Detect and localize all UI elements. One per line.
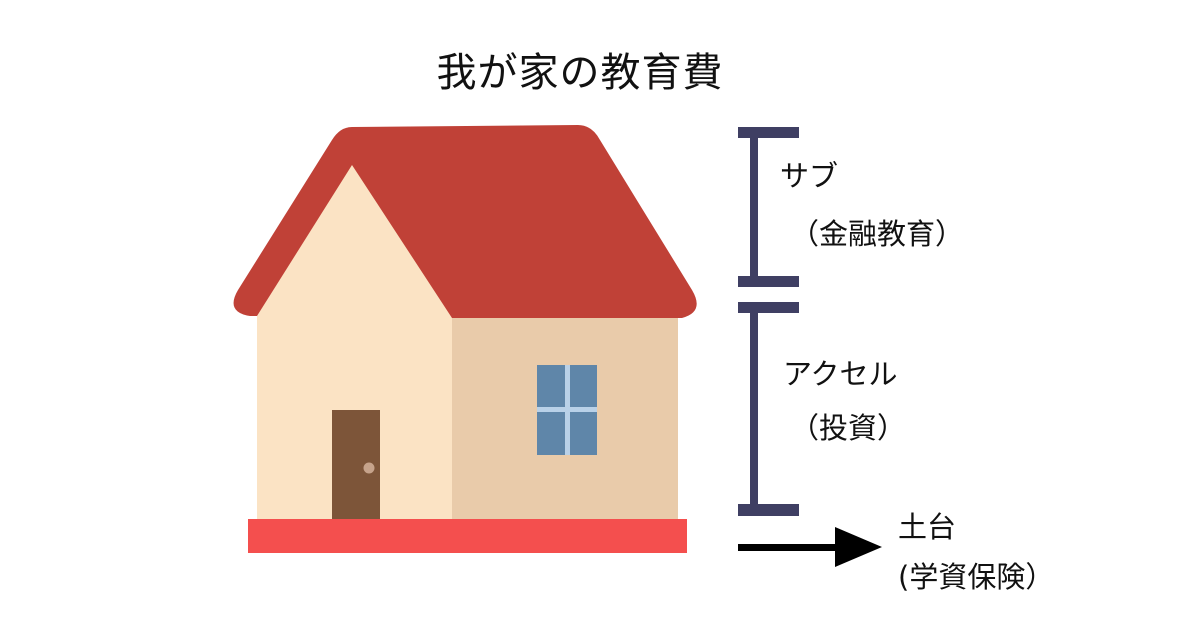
house-front-wall <box>257 164 452 522</box>
accel-sublabel: （投資） <box>790 411 907 445</box>
sub-sublabel: （金融教育） <box>790 217 965 251</box>
accel-label: アクセル <box>783 357 898 391</box>
house-foundation <box>248 519 687 553</box>
window-frame-horizontal <box>537 407 597 412</box>
house-roof <box>233 125 697 318</box>
arrow-right-icon <box>738 527 882 567</box>
diagram-title: 我が家の教育費 <box>436 50 724 96</box>
base-label: 土台 <box>898 510 957 544</box>
base-sublabel: (学資保険） <box>898 560 1055 594</box>
door-knob <box>363 462 375 474</box>
bracket-sub <box>738 127 799 287</box>
sub-label: サブ <box>780 159 839 193</box>
bracket-accel <box>738 302 799 516</box>
